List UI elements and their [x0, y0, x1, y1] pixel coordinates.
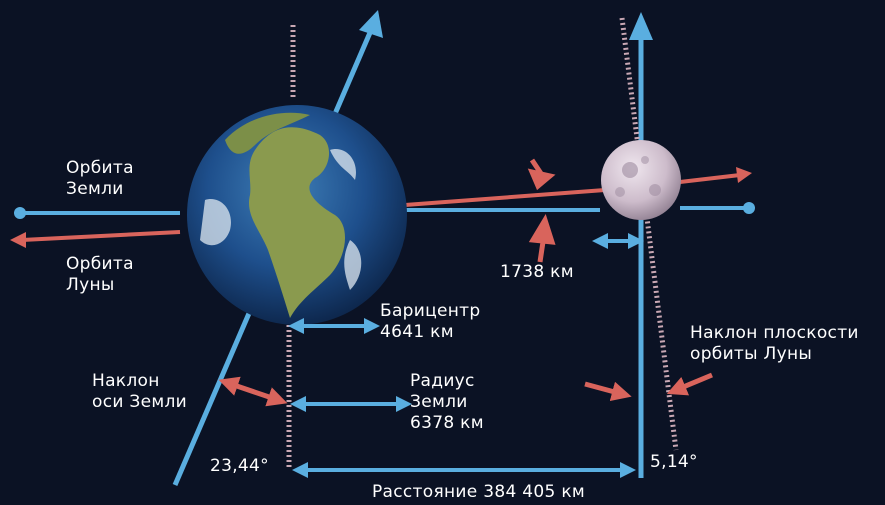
distance-label: Расстояние 384 405 км — [372, 482, 586, 502]
moon-axis-arrowhead — [629, 12, 653, 40]
earth-tilt-angle-arrow — [218, 376, 288, 407]
earth-axis-tilt-label: Наклон оси Земли — [92, 371, 187, 412]
moon-crater — [622, 162, 638, 178]
earth-moon-red-line — [404, 188, 606, 207]
moon-orbit-tilt-label: Наклон плоскости орбиты Луны — [690, 323, 859, 364]
moon-tilt-arrow-left — [584, 381, 632, 402]
earth-orbit-label: Орбита Земли — [66, 158, 134, 199]
earth-axis-arrowhead — [359, 10, 383, 38]
earth-tilt-angle-label: 23,44° — [210, 456, 269, 476]
moon-tilt-angle-label: 5,14° — [650, 452, 698, 472]
barycenter-label: Барицентр 4641 км — [380, 301, 481, 342]
moon-orbit-line-right — [679, 173, 741, 184]
earth-orbit-dot-left — [14, 207, 26, 219]
moon-radius-label: 1738 км — [500, 262, 574, 282]
moon-crater — [649, 184, 661, 196]
tilt-pointer-bottom — [528, 213, 556, 263]
earth-clouds — [200, 149, 362, 290]
moon-orbit-label: Орбита Луны — [66, 254, 134, 295]
earth-continent-north — [225, 112, 310, 154]
moon-orbit-line-left — [21, 230, 181, 242]
moon-crater — [615, 187, 625, 197]
moon-tilted-reference — [619, 17, 679, 451]
tilt-pointer-top — [527, 158, 556, 191]
moon-orbit-arrow-right — [736, 167, 752, 183]
moon-tilt-arrow-right — [666, 372, 713, 396]
earth-radius-label: Радиус Земли 6378 км — [410, 371, 484, 433]
moon-crater — [641, 156, 649, 164]
moon — [601, 140, 681, 220]
earth-orbit-dot-right — [743, 202, 755, 214]
moon-orbit-arrow-left — [10, 232, 26, 248]
earth-continent — [249, 127, 346, 318]
